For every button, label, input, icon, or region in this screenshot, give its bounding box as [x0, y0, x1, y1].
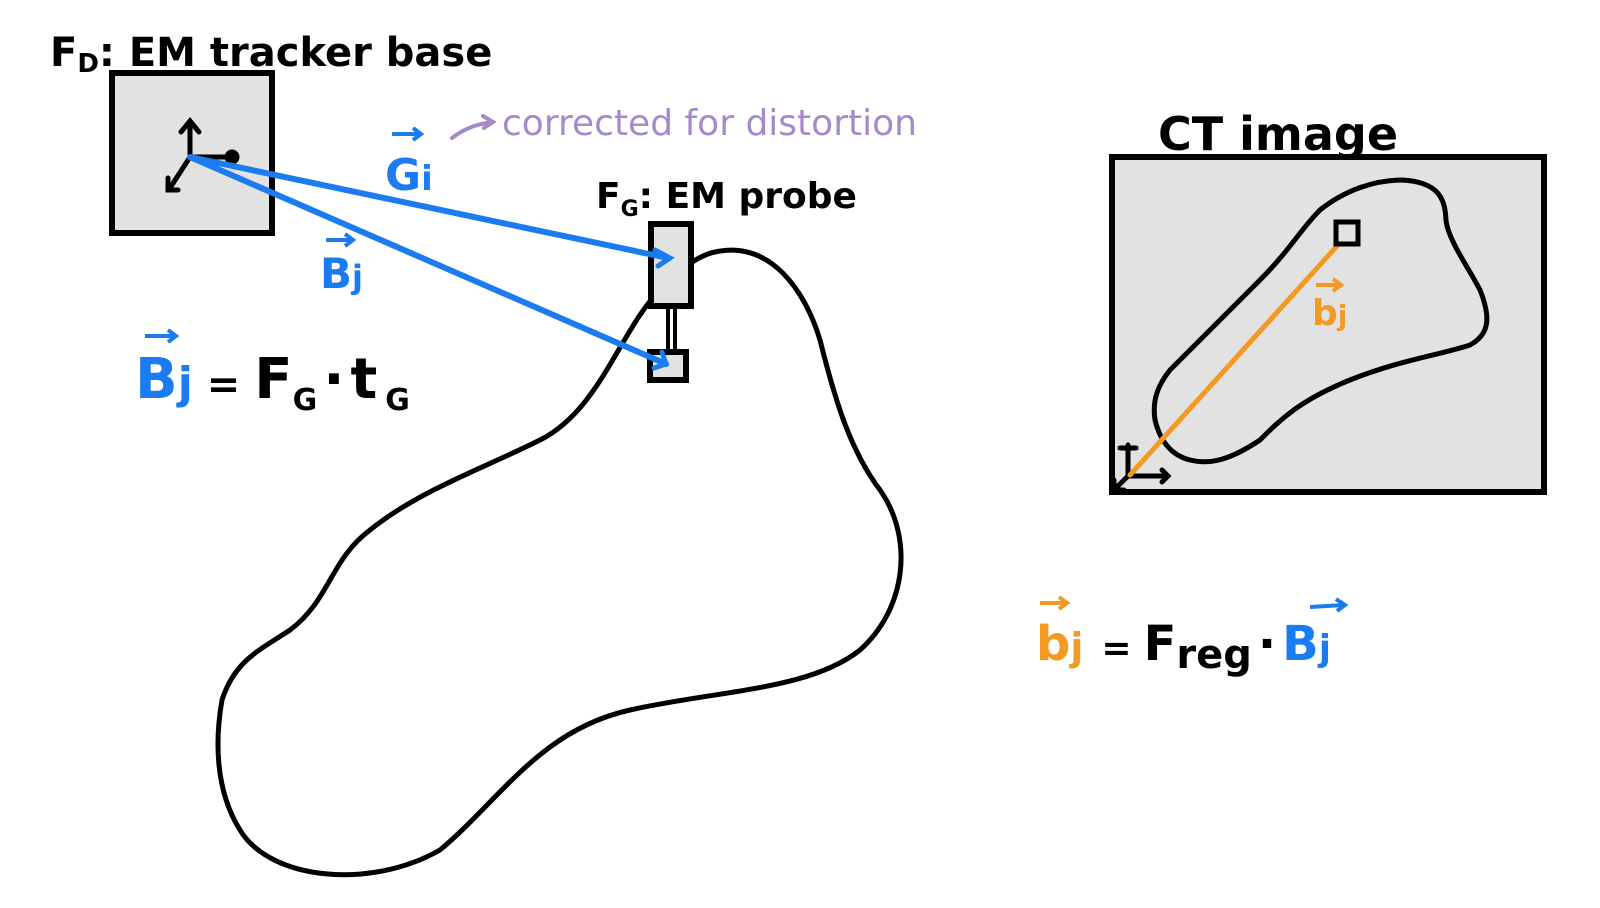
svg-text:bj: bj: [1312, 293, 1347, 334]
vector-Bj-arrow: [187, 154, 669, 367]
vector-bj-label: bj: [1312, 277, 1347, 334]
vector-Gi-arrowhead-icon: [652, 247, 675, 269]
svg-text:Gi: Gi: [385, 150, 433, 201]
distortion-annotation: corrected for distortion: [502, 103, 917, 144]
annotation-arrow-icon: [450, 114, 497, 140]
vector-bj-arrow: [1127, 233, 1349, 478]
svg-text:Bj: Bj: [320, 249, 363, 298]
ct-image-box: [1109, 154, 1547, 495]
anatomy-outline: [215, 247, 904, 878]
tracker-label: FD: EM tracker base: [50, 30, 492, 79]
ct-target-marker: [1333, 219, 1361, 247]
vector-Bj-label: Bj: [320, 232, 363, 298]
ct-frame-axes-icon: [1111, 442, 1172, 493]
equation-bj: bj=Freg·Bj: [1036, 595, 1349, 678]
vector-Gi-arrow: [187, 154, 671, 261]
probe-label: FG: EM probe: [596, 176, 857, 222]
vector-Bj-arrowhead-icon: [651, 349, 670, 371]
svg-text:Bj=FG·tG: Bj=FG·tG: [135, 347, 410, 418]
ct-anatomy-outline: [1151, 177, 1490, 465]
ct-image-title: CT image: [1158, 107, 1398, 161]
em-probe-shaft: [666, 306, 677, 352]
svg-text:bj=Freg·Bj: bj=Freg·Bj: [1036, 616, 1331, 678]
vector-Gi-label: Gi: [385, 126, 433, 201]
